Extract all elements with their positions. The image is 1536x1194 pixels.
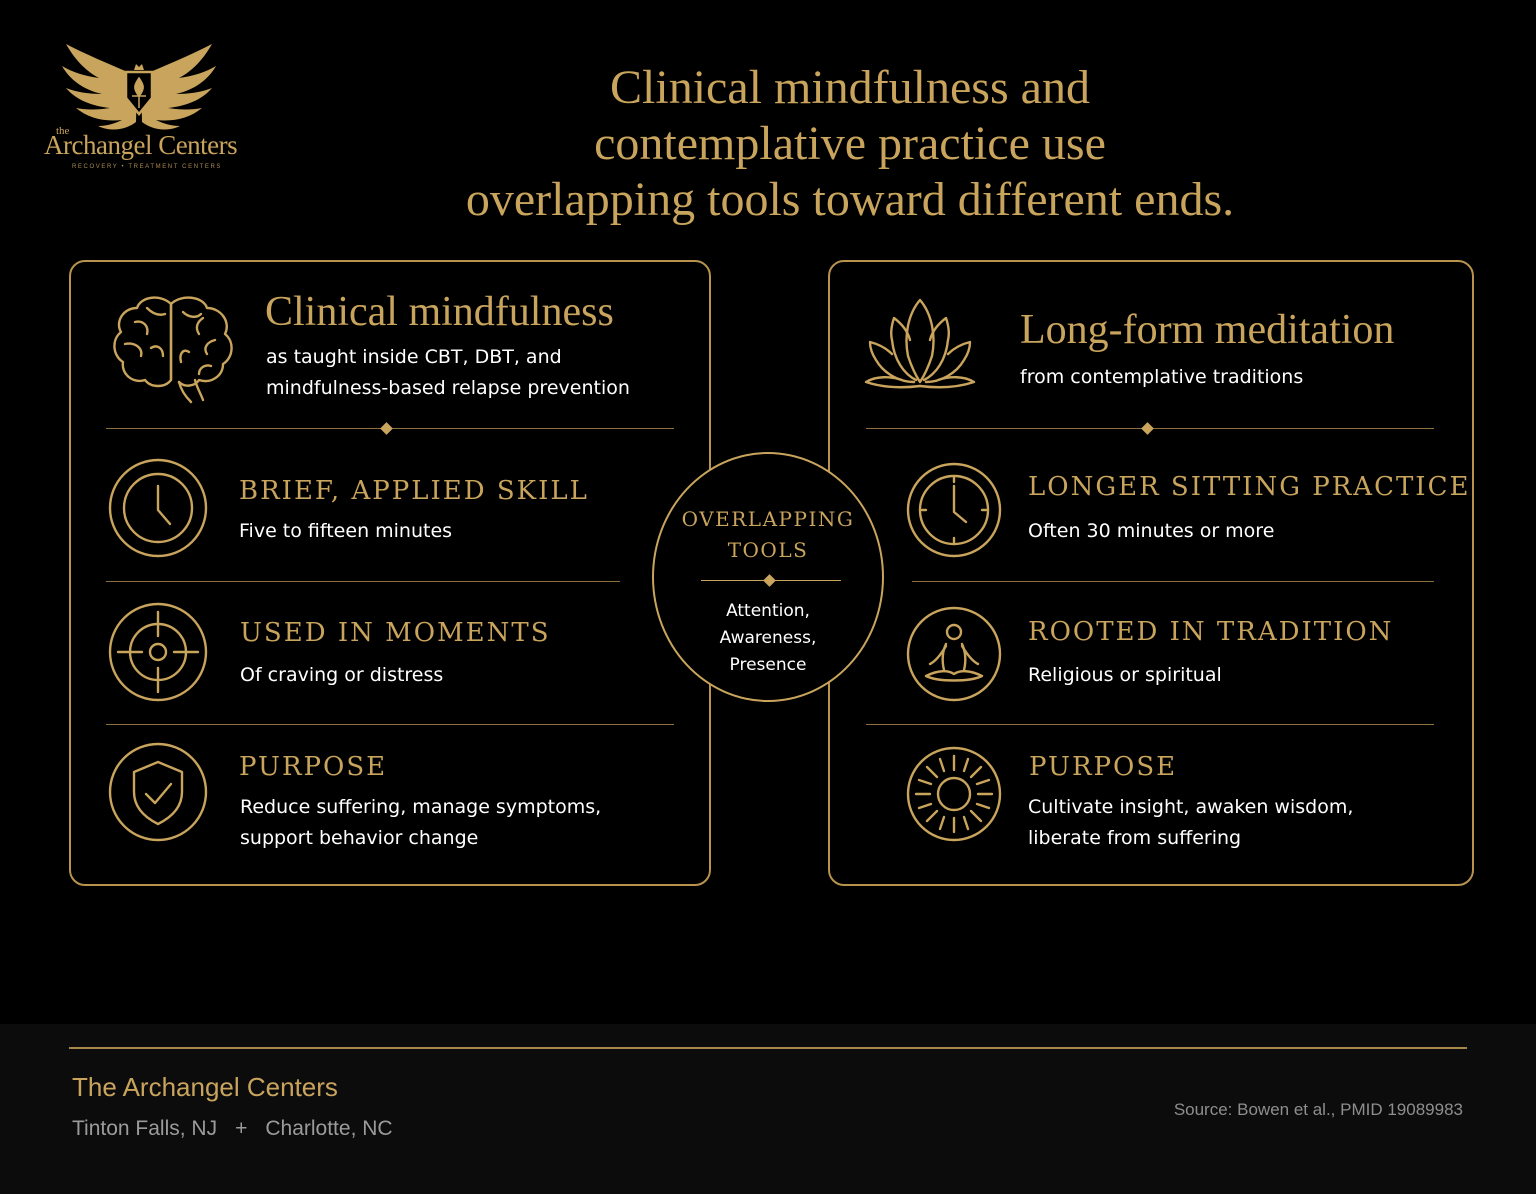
- long-form-meditation-card: Long-form meditation from contemplative …: [828, 260, 1474, 886]
- item-text-longer-sitting-practice: Often 30 minutes or more: [1028, 516, 1274, 547]
- divider-diamond: [1141, 422, 1154, 435]
- overlap-text-line-1: Attention,: [726, 601, 810, 621]
- overlapping-tools-circle: OVERLAPPING TOOLS Attention, Awareness, …: [652, 452, 884, 702]
- item-divider: [866, 724, 1434, 725]
- item-title-brief-applied-skill: BRIEF, APPLIED SKILL: [239, 476, 589, 506]
- subtitle-line-1: from contemplative traditions: [1020, 366, 1304, 388]
- location-tinton-falls: Tinton Falls, NJ: [72, 1117, 218, 1140]
- footer-locations: Tinton Falls, NJ + Charlotte, NC: [72, 1117, 393, 1141]
- item-text-brief-applied-skill: Five to fifteen minutes: [239, 516, 452, 547]
- item-title-longer-sitting-practice: LONGER SITTING PRACTICE: [1028, 472, 1471, 502]
- item-text-rooted-in-tradition: Religious or spiritual: [1028, 660, 1222, 691]
- item-title-purpose: PURPOSE: [239, 752, 388, 782]
- headline: Clinical mindfulness and contemplative p…: [300, 60, 1400, 228]
- subtitle-line-2: mindfulness-based relapse prevention: [266, 377, 630, 399]
- footer: The Archangel Centers Tinton Falls, NJ + C…: [0, 1024, 1536, 1194]
- clock-icon: [906, 462, 1002, 558]
- long-form-meditation-title: Long-form meditation: [1020, 307, 1395, 353]
- item-divider: [912, 581, 1434, 582]
- item-text-line-1: Reduce suffering, manage symptoms,: [240, 796, 602, 818]
- headline-line-3: overlapping tools toward different ends.: [465, 173, 1235, 226]
- overlapping-tools-text: Attention, Awareness, Presence: [654, 598, 882, 679]
- footer-org-name: The Archangel Centers: [72, 1072, 338, 1102]
- overlap-diamond: [763, 574, 776, 587]
- clinical-mindfulness-subtitle: as taught inside CBT, DBT, and mindfulne…: [266, 342, 630, 404]
- location-separator: +: [235, 1117, 248, 1140]
- clinical-mindfulness-card: Clinical mindfulness as taught inside CB…: [69, 260, 711, 886]
- overlap-title-line-1: OVERLAPPING: [681, 507, 855, 531]
- item-text-purpose: Cultivate insight, awaken wisdom, libera…: [1028, 792, 1353, 854]
- item-text-purpose: Reduce suffering, manage symptoms, suppo…: [240, 792, 601, 854]
- archangel-wings-logo-icon: [62, 44, 216, 130]
- item-text-line-2: support behavior change: [240, 827, 479, 849]
- item-text-line-1: Cultivate insight, awaken wisdom,: [1028, 796, 1354, 818]
- divider-diamond: [380, 422, 393, 435]
- lotus-icon: [864, 298, 976, 389]
- item-text-line-2: liberate from suffering: [1028, 827, 1242, 849]
- item-title-rooted-in-tradition: ROOTED IN TRADITION: [1028, 617, 1394, 647]
- item-divider: [106, 724, 674, 725]
- item-text-used-in-moments: Of craving or distress: [240, 660, 443, 691]
- item-text-line: Five to fifteen minutes: [239, 520, 453, 542]
- logo-the: the: [56, 125, 70, 137]
- headline-line-2: contemplative practice use: [594, 117, 1106, 170]
- item-text-line: Religious or spiritual: [1028, 664, 1222, 686]
- overlap-title-line-2: TOOLS: [727, 538, 809, 562]
- item-text-line: Often 30 minutes or more: [1028, 520, 1275, 542]
- logo-name: Archangel Centers: [44, 130, 238, 160]
- item-text-line: Of craving or distress: [240, 664, 444, 686]
- logo-tagline: RECOVERY • TREATMENT CENTERS: [72, 164, 223, 170]
- long-form-meditation-subtitle: from contemplative traditions: [1020, 362, 1303, 393]
- overlapping-tools-title: OVERLAPPING TOOLS: [654, 504, 882, 566]
- item-title-used-in-moments: USED IN MOMENTS: [240, 618, 551, 648]
- shield-check-icon: [108, 742, 208, 842]
- item-title-purpose: PURPOSE: [1029, 752, 1178, 782]
- clock-icon: [108, 458, 208, 558]
- meditating-person-icon: [906, 606, 1002, 702]
- subtitle-line-1: as taught inside CBT, DBT, and: [266, 346, 562, 368]
- footer-rule: [69, 1047, 1467, 1049]
- item-divider: [106, 581, 620, 582]
- headline-line-1: Clinical mindfulness and: [610, 61, 1090, 114]
- brain-icon: [113, 296, 233, 404]
- target-icon: [108, 602, 208, 702]
- sun-icon: [906, 746, 1002, 842]
- location-charlotte: Charlotte, NC: [265, 1117, 393, 1140]
- clinical-mindfulness-title: Clinical mindfulness: [265, 289, 614, 335]
- overlap-text-line-3: Presence: [729, 655, 807, 675]
- overlap-text-line-2: Awareness,: [719, 628, 817, 648]
- footer-source: Source: Bowen et al., PMID 19089983: [1173, 1100, 1463, 1119]
